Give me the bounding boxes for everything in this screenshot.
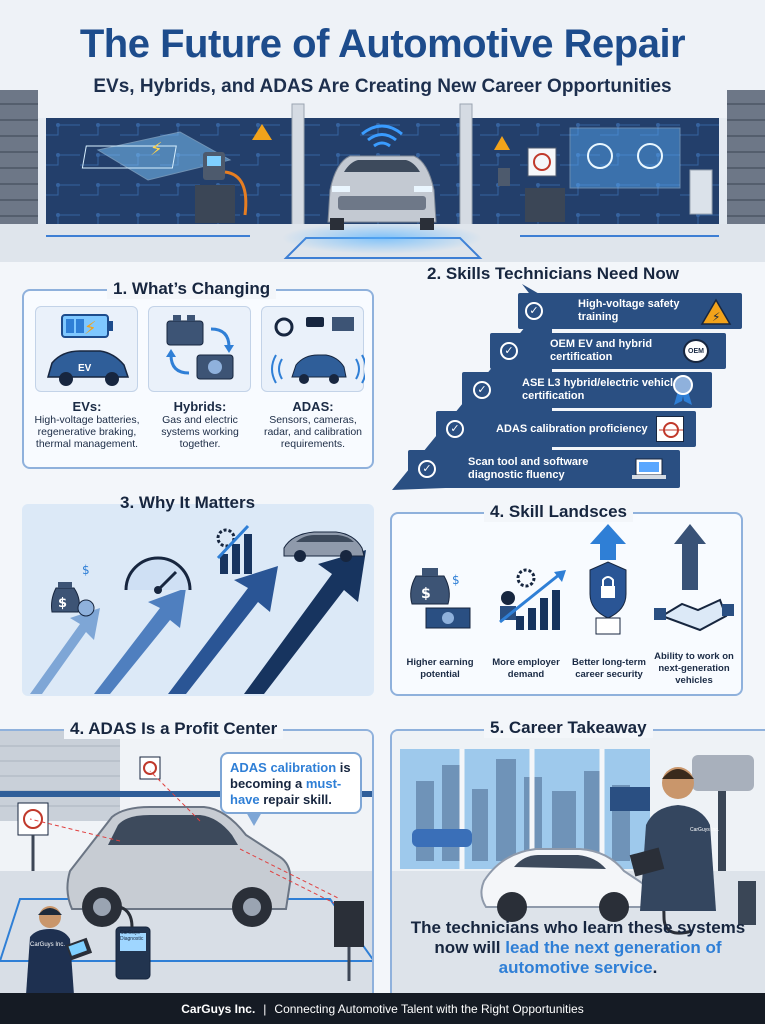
landscape-caption-2: More employer demand [492,657,560,680]
skill-step-1-label: High-voltage safety training [578,298,680,323]
career-takeaway-panel [390,729,765,993]
skill-step-5-label: Scan tool and software diagnostic fluenc… [468,456,589,481]
ev-car-battery-icon: ⚡ [47,314,130,386]
footer-brand: CarGuys Inc. [181,1001,256,1016]
whats-changing-title: 1. What’s Changing [107,279,277,299]
footer-separator: | [263,1001,267,1016]
employer-demand-icon [499,568,566,630]
hybrid-card [148,306,251,392]
page-title: The Future of Automotive Repair [79,22,686,66]
svg-text:⚡: ⚡ [84,318,97,339]
bubble-highlight-2: must-have [230,776,342,807]
landscape-caption-4: Ability to work on next-generation vehic… [654,651,734,686]
takeaway-text-1: The technicians who learn these systems … [410,918,746,957]
adas-sensors-icon [271,317,367,384]
skill-step-3-label: ASE L3 hybrid/electric vehicle certifica… [522,377,680,402]
handshake-icon [654,524,734,632]
footer-tagline: Connecting Automotive Talent with the Ri… [274,1001,584,1016]
check-icon: ✓ [473,381,491,399]
shirt-label: CarGuys Inc. [690,827,720,833]
adas-card [261,306,367,392]
skill-step-5: Scan tool and software diagnostic fluenc… [408,450,680,488]
money-bill-bag-icon: $ $ [410,568,471,629]
shield-lock-icon [589,524,627,635]
skill-step-3: ASE L3 hybrid/electric vehicle certifica… [462,372,712,408]
adas-speech-bubble: ADAS calibration is becoming a must-have… [220,752,362,814]
hero-garage-scene: ⚡ [0,0,765,262]
hybrid-name: Hybrids: [173,399,227,414]
tech-patch-label: CarGuys Inc. [30,942,66,948]
adas-name: ADAS: [292,399,334,414]
check-icon: ✓ [446,420,464,438]
oem-badge-icon: OEM [683,339,709,363]
bar-chart-gear-icon [216,524,252,574]
check-icon: ✓ [418,460,436,478]
ev-name: EVs: [72,399,102,414]
tool-label: CarGuys Diagnostic [120,930,144,942]
warning-icon: ⚡ [700,298,732,326]
svg-text:$: $ [58,596,67,611]
skill-step-4-label: ADAS calibration proficiency [496,422,648,435]
adas-desc: Sensors, cameras, radar, and calibration… [263,414,363,450]
hybrid-engine-motor-icon [166,315,234,380]
adas-profit-panel [0,729,374,993]
showroom-scene [392,731,765,993]
speech-bubble-tail [246,812,262,826]
hybrid-caption: Hybrids: Gas and electric systems workin… [145,399,255,450]
svg-text:$: $ [452,573,460,587]
laptop-diagnostic-icon [632,457,666,481]
ev-badge: EV [78,363,92,374]
skill-landscape-title: 4. Skill Landsces [484,502,634,522]
money-bag-icon: $ $ [51,563,95,617]
landscape-caption-1: Higher earning potential [406,657,474,680]
svg-text:⚡: ⚡ [150,139,163,160]
svg-text:$: $ [82,563,90,577]
takeaway-text: The technicians who learn these systems … [398,918,758,978]
bubble-text-2: repair skill. [259,792,332,807]
growth-arrows-illustration: $ $ [30,524,366,694]
takeaway-highlight: lead the next generation of automotive s… [498,938,722,977]
skills-title: 2. Skills Technicians Need Now [427,264,679,283]
skill-step-2-label: OEM EV and hybrid certification [550,338,653,363]
svg-text:⚡: ⚡ [712,310,720,324]
certification-ribbon-icon [670,375,696,405]
adas-caption: ADAS: Sensors, cameras, radar, and calib… [258,399,368,450]
footer: CarGuys Inc. | Connecting Automotive Tal… [0,993,765,1024]
ev-desc: High-voltage batteries, regenerative bra… [34,414,140,450]
hybrid-desc: Gas and electric systems working togethe… [161,414,239,450]
bubble-text-1: is becoming a [230,760,351,791]
check-icon: ✓ [500,342,518,360]
skill-step-4: ADAS calibration proficiency [436,411,696,447]
bubble-highlight-1: ADAS calibration [230,760,337,775]
hero-suv-icon [327,155,437,230]
battery-hologram-icon: ⚡ [81,131,232,181]
svg-text:$: $ [421,586,431,602]
takeaway-text-2: . [652,958,658,977]
check-icon: ✓ [525,302,543,320]
why-matters-title: 3. Why It Matters [120,493,256,512]
ev-card: ⚡ EV [35,306,138,392]
ev-caption: EVs: High-voltage batteries, regenerativ… [32,399,142,450]
garage-illustration: ⚡ [0,0,765,262]
landscape-caption-3: Better long-term career security [572,657,646,680]
skill-landscape-icons: $ $ [410,524,734,635]
speedometer-icon [124,556,192,594]
adas-profit-title: 4. ADAS Is a Profit Center [64,719,284,739]
calibration-target-icon [656,416,684,442]
page-subtitle: EVs, Hybrids, and ADAS Are Creating New … [93,76,672,97]
ev-car-icon [283,531,365,562]
career-takeaway-title: 5. Career Takeaway [484,718,653,738]
